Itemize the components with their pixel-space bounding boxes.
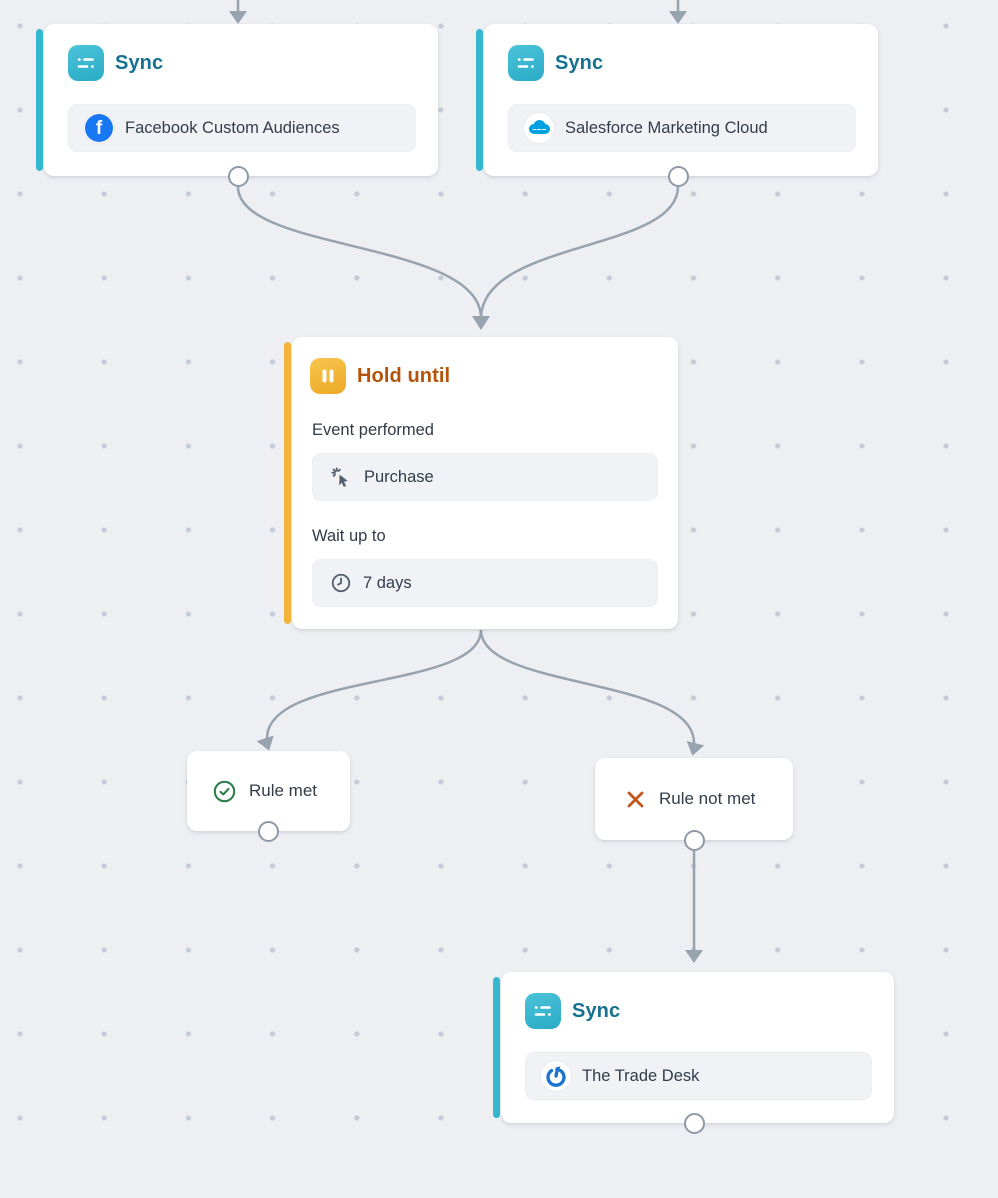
sync-icon <box>68 45 104 81</box>
event-value: Purchase <box>364 467 434 486</box>
destination-name: Facebook Custom Audiences <box>125 118 340 137</box>
salesforce-icon <box>523 112 555 144</box>
rule-met-label: Rule met <box>249 781 318 800</box>
clock-icon <box>330 560 352 606</box>
destination-name: Salesforce Marketing Cloud <box>565 118 768 137</box>
sync-icon <box>525 993 561 1029</box>
connector-handle-sync-facebook[interactable] <box>227 165 249 187</box>
node-header: Sync <box>501 972 894 1029</box>
check-circle-icon <box>212 751 237 831</box>
event-field[interactable]: Purchase <box>312 453 658 501</box>
node-header: Sync <box>44 24 438 81</box>
node-header: Hold until <box>292 337 678 394</box>
edge-hold-to-rulemet <box>265 629 483 739</box>
rule-not-met-label: Rule not met <box>659 789 756 808</box>
node-rule-met[interactable]: Rule met <box>187 751 350 831</box>
node-sync-facebook[interactable]: Sync f Facebook Custom Audiences <box>36 24 438 176</box>
arrowhead <box>685 950 703 963</box>
facebook-icon: f <box>83 112 115 144</box>
arrowhead <box>686 741 705 756</box>
destination-pill-salesforce[interactable]: Salesforce Marketing Cloud <box>508 104 856 152</box>
cursor-click-icon <box>330 454 353 500</box>
destination-pill-facebook[interactable]: f Facebook Custom Audiences <box>68 104 416 152</box>
wait-up-to-label: Wait up to <box>312 527 386 545</box>
node-title: Hold until <box>357 364 451 387</box>
node-accent-bar <box>36 29 43 171</box>
arrowhead <box>669 11 687 24</box>
node-title: Sync <box>115 51 164 74</box>
node-sync-salesforce[interactable]: Sync Salesforce Marketing Cloud <box>476 24 878 176</box>
arrowhead <box>472 316 490 330</box>
node-rule-not-met[interactable]: Rule not met <box>595 758 793 840</box>
destination-name: The Trade Desk <box>582 1066 700 1085</box>
edge-hold-to-rulenotmet <box>479 629 696 744</box>
node-accent-bar <box>493 977 500 1118</box>
node-title: Sync <box>555 51 604 74</box>
edge-sfmc-to-hold <box>479 186 680 318</box>
node-accent-bar <box>284 342 291 624</box>
node-sync-tradedesk[interactable]: Sync The Trade Desk <box>493 972 894 1123</box>
node-accent-bar <box>476 29 483 171</box>
sync-icon <box>508 45 544 81</box>
node-hold-until[interactable]: Hold until Event performed Purchase Wait… <box>284 337 678 629</box>
node-header: Sync <box>484 24 878 81</box>
wait-field[interactable]: 7 days <box>312 559 658 607</box>
pause-icon <box>310 358 346 394</box>
event-performed-label: Event performed <box>312 421 434 439</box>
tradedesk-icon <box>540 1060 572 1092</box>
x-icon <box>626 758 645 840</box>
node-title: Sync <box>572 999 621 1022</box>
arrowhead <box>229 11 247 24</box>
connector-handle-rule-not-met[interactable] <box>683 829 705 851</box>
connector-handle-sync-salesforce[interactable] <box>667 165 689 187</box>
wait-value: 7 days <box>363 573 412 592</box>
destination-pill-tradedesk[interactable]: The Trade Desk <box>525 1052 872 1100</box>
connector-handle-sync-tradedesk[interactable] <box>683 1112 705 1134</box>
connector-handle-rule-met[interactable] <box>257 820 279 842</box>
edge-fb-to-hold <box>236 186 483 318</box>
